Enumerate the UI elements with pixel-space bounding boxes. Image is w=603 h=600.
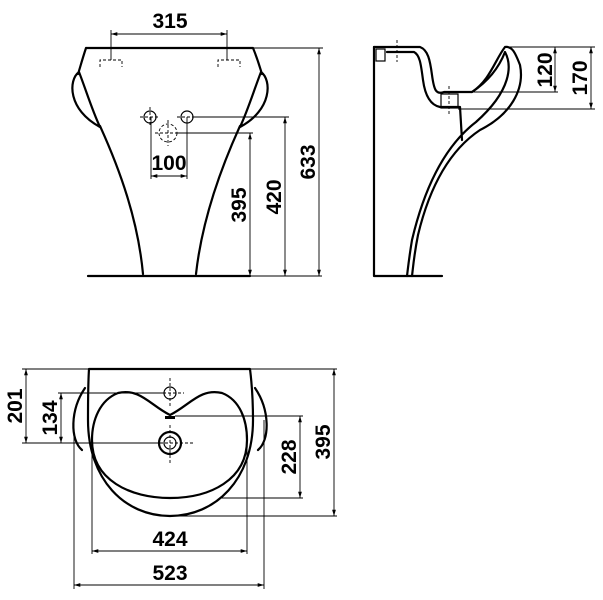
plan-left-ear — [72, 386, 87, 452]
dim-420: 420 — [263, 179, 286, 214]
bracket-hidden — [99, 59, 241, 67]
side-section-outer — [372, 45, 523, 278]
dim-523: 523 — [152, 562, 187, 585]
left-ear — [71, 70, 102, 129]
right-ear — [238, 70, 269, 129]
basin-inner — [90, 391, 249, 500]
side-section-inner — [385, 50, 510, 278]
waste-outlet — [440, 93, 459, 109]
plan-outline — [86, 367, 255, 518]
front-view: 315 100 395 420 633 — [71, 10, 323, 278]
dim-100: 100 — [151, 152, 186, 175]
dim-201: 201 — [4, 388, 27, 423]
dim-315: 315 — [152, 10, 187, 33]
front-outline — [76, 46, 264, 276]
rim-detail — [375, 48, 386, 62]
wall-line — [372, 45, 444, 278]
dim-395-front: 395 — [228, 187, 251, 222]
dim-134: 134 — [39, 400, 62, 435]
plan-right-ear — [253, 386, 268, 452]
dim-395-plan: 395 — [312, 424, 335, 459]
side-view: 120 170 — [372, 40, 595, 278]
dim-633: 633 — [297, 144, 320, 179]
dim-170: 170 — [569, 60, 592, 95]
dim-120: 120 — [534, 52, 557, 87]
dim-424: 424 — [152, 528, 187, 551]
dim-228: 228 — [278, 439, 301, 474]
plan-view: 201 134 228 395 424 523 — [4, 367, 337, 589]
overflow — [165, 416, 175, 419]
